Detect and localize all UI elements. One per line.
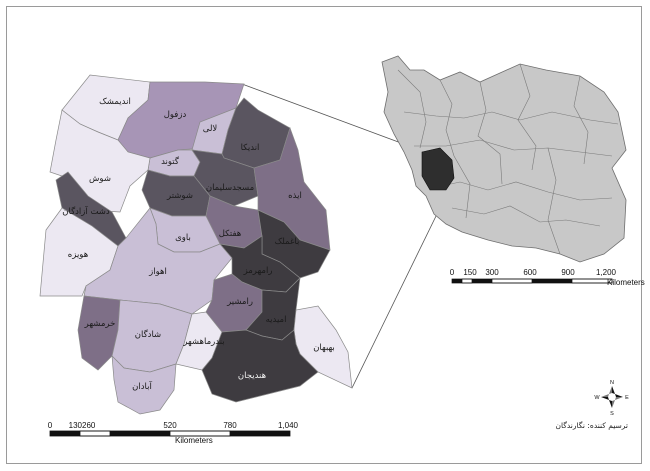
label-dezful: دزفول bbox=[164, 110, 187, 120]
connector-line-top bbox=[241, 83, 421, 151]
label-haftkel: هفتکل bbox=[219, 229, 241, 239]
inset-scale-unit: Kilometers bbox=[607, 278, 645, 287]
inset-scale-tick-3: 600 bbox=[523, 268, 537, 277]
connector-line-bottom bbox=[351, 211, 439, 389]
label-ahvaz: اهواز bbox=[148, 267, 167, 277]
label-omidiyeh: امیدیه bbox=[266, 315, 287, 325]
iran-inset-map bbox=[381, 55, 627, 263]
county-hendijan[interactable] bbox=[201, 329, 319, 403]
inset-scale-tick-5: 1,200 bbox=[596, 268, 617, 277]
compass-e: E bbox=[625, 395, 629, 401]
label-bavi: باوی bbox=[175, 233, 191, 243]
main-scale-tick-3: 780 bbox=[223, 421, 237, 430]
label-andika: اندیکا bbox=[241, 143, 260, 153]
label-bandar-mahshahr: بندرماهشهر bbox=[182, 337, 224, 347]
label-shush: شوش bbox=[89, 174, 111, 184]
inset-scale-tick-1: 150 bbox=[463, 268, 477, 277]
compass-s: S bbox=[610, 411, 614, 417]
label-khorramshahr: خرمشهر bbox=[84, 319, 116, 329]
inset-scale-tick-0: 0 bbox=[450, 268, 455, 277]
khuzestan-inset-highlight bbox=[421, 147, 455, 191]
iran-outline bbox=[381, 55, 627, 263]
main-scale-tick-0: 0 bbox=[48, 421, 53, 430]
main-scale-tick-1: 130260 bbox=[69, 421, 96, 430]
north-arrow-icon: N S W E bbox=[594, 380, 629, 417]
inset-scale-bar: 0 150 300 600 900 1,200 Kilometers bbox=[450, 268, 645, 287]
county-ahvaz[interactable] bbox=[83, 207, 233, 315]
iran-province-borders bbox=[397, 63, 619, 255]
main-scale-tick-2: 520 bbox=[163, 421, 177, 430]
label-hendijan: هندیجان bbox=[238, 371, 266, 381]
label-gotvand: گتوند bbox=[161, 156, 180, 167]
label-baghmalek: باغملک bbox=[275, 237, 300, 247]
label-lali: لالی bbox=[203, 124, 218, 134]
main-scale-unit: Kilometers bbox=[175, 436, 213, 445]
label-andimeshk: اندیمشک bbox=[99, 97, 131, 107]
label-hoveyzeh: هویزه bbox=[68, 250, 88, 260]
inset-scale-tick-4: 900 bbox=[561, 268, 575, 277]
khuzestan-map bbox=[39, 74, 353, 415]
label-masjed-soleyman: مسجدسلیمان bbox=[206, 183, 254, 193]
label-behbahan: بهبهان bbox=[313, 343, 335, 353]
county-abadan[interactable] bbox=[111, 355, 177, 415]
label-abadan: آبادان bbox=[132, 380, 152, 392]
label-ramhormoz: رامهرمز bbox=[243, 266, 273, 276]
main-scale-tick-4: 1,040 bbox=[278, 421, 299, 430]
compass-n: N bbox=[610, 380, 614, 386]
label-shushtar: شوشتر bbox=[166, 191, 193, 201]
compass-w: W bbox=[594, 395, 600, 401]
label-dasht-azadegan: دشت آزادگان bbox=[62, 205, 110, 217]
county-labels: اندیمشک دزفول لالی اندیکا گتوند شوش مسجد… bbox=[62, 97, 335, 392]
main-scale-bar: 0 130260 520 780 1,040 Kilometers bbox=[48, 421, 299, 445]
label-shadegan: شادگان bbox=[135, 329, 161, 340]
county-izeh[interactable] bbox=[253, 126, 331, 251]
label-ramshir: رامشیر bbox=[226, 297, 253, 307]
map-credit: ترسیم کننده: نگارندگان bbox=[555, 421, 628, 430]
label-izeh: ایذه bbox=[288, 191, 302, 201]
inset-scale-tick-2: 300 bbox=[485, 268, 499, 277]
